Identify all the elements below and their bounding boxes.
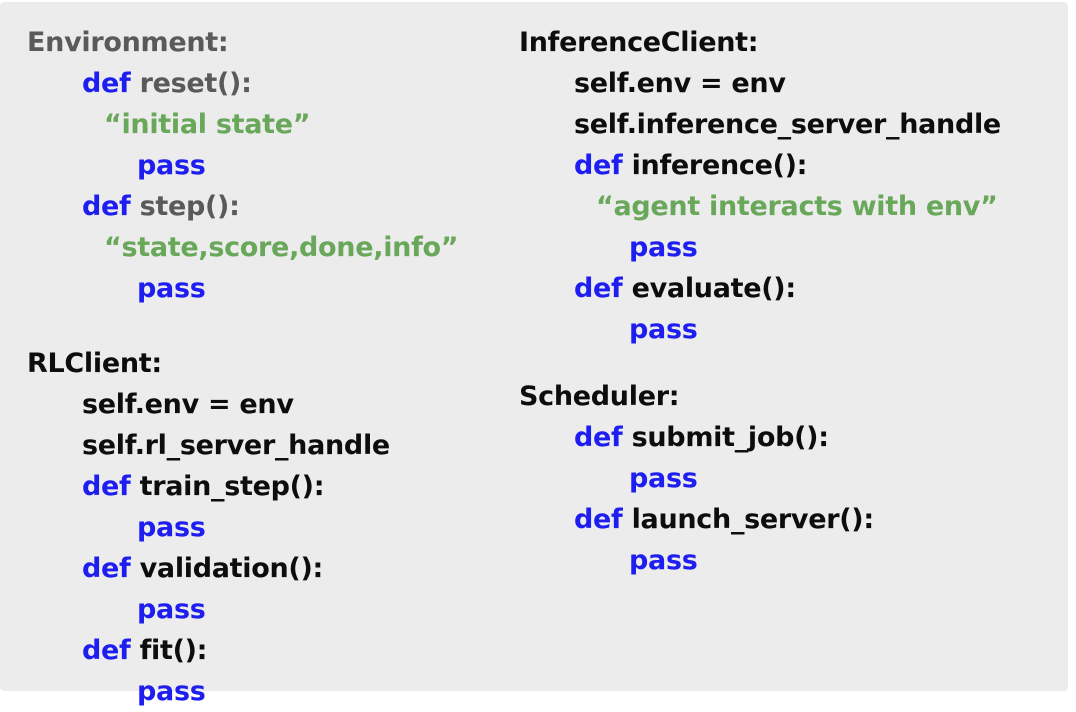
code-line: def launch_server():: [519, 499, 1001, 540]
code-block-rlclient: RLClient: self.env = env self.rl_server_ha…: [27, 343, 458, 712]
code-text-keyword: pass: [629, 463, 698, 494]
code-line: def inference():: [519, 145, 1001, 186]
code-text-plain: launch_server():: [632, 504, 874, 535]
code-line: InferenceClient:: [519, 22, 1001, 63]
code-block-scheduler: Scheduler: def submit_job():pass def launc…: [519, 376, 1001, 581]
code-text-plain: InferenceClient:: [519, 27, 758, 58]
code-line: pass: [519, 540, 1001, 581]
code-block-inferenceclient: InferenceClient: self.env = env self.infer…: [519, 22, 1001, 350]
code-text-keyword: pass: [629, 545, 698, 576]
code-text-plain: train_step():: [140, 471, 325, 502]
code-text-plain: inference():: [632, 150, 808, 181]
code-text-keyword: pass: [137, 512, 206, 543]
code-line: RLClient:: [27, 343, 458, 384]
code-line: “state,score,done,info”: [27, 227, 458, 268]
code-line: def train_step():: [27, 466, 458, 507]
code-line: self.rl_server_handle: [27, 425, 458, 466]
code-text-string: “initial state”: [104, 109, 310, 140]
code-line: def evaluate():: [519, 268, 1001, 309]
code-text-keyword: pass: [137, 273, 206, 304]
code-line: def fit():: [27, 630, 458, 671]
code-text-string: “agent interacts with env”: [596, 191, 998, 222]
code-line: pass: [27, 145, 458, 186]
code-line: pass: [519, 309, 1001, 350]
code-text-plain: self.env = env: [574, 68, 786, 99]
code-line: Environment:: [27, 22, 458, 63]
code-text-keyword: def: [82, 635, 140, 666]
code-text-plain: submit_job():: [632, 422, 829, 453]
code-text-keyword: def: [574, 422, 632, 453]
code-line: def validation():: [27, 548, 458, 589]
code-text-plain: self.inference_server_handle: [574, 109, 1001, 140]
code-line: def submit_job():: [519, 417, 1001, 458]
left-column: Environment: def reset(): “initial state” p…: [27, 22, 458, 712]
code-line: def reset():: [27, 63, 458, 104]
code-text-keyword: def: [82, 471, 140, 502]
code-text-keyword: def: [82, 68, 140, 99]
code-text-keyword: def: [574, 273, 632, 304]
code-text-keyword: pass: [137, 676, 206, 707]
code-text-keyword: pass: [629, 232, 698, 263]
code-text-plain: RLClient:: [27, 348, 162, 379]
code-line: Scheduler:: [519, 376, 1001, 417]
code-text-plain: self.rl_server_handle: [82, 430, 390, 461]
code-text-plain: validation():: [140, 553, 323, 584]
code-line: pass: [27, 589, 458, 630]
code-text-plain: fit():: [140, 635, 208, 666]
right-column: InferenceClient: self.env = env self.infer…: [519, 22, 1001, 581]
code-line: pass: [519, 458, 1001, 499]
code-line: “initial state”: [27, 104, 458, 145]
code-block-environment: Environment: def reset(): “initial state” p…: [27, 22, 458, 309]
code-text-muted: reset():: [140, 68, 252, 99]
code-text-plain: evaluate():: [632, 273, 796, 304]
code-text-keyword: def: [574, 150, 632, 181]
code-text-string: “state,score,done,info”: [104, 232, 458, 263]
code-line: pass: [27, 268, 458, 309]
code-text-keyword: pass: [137, 150, 206, 181]
code-line: pass: [27, 507, 458, 548]
code-text-muted: step():: [140, 191, 240, 222]
code-text-keyword: pass: [629, 314, 698, 345]
code-text-keyword: def: [82, 553, 140, 584]
code-line: pass: [519, 227, 1001, 268]
code-text-keyword: def: [82, 191, 140, 222]
code-text-plain: self.env = env: [82, 389, 294, 420]
code-text-keyword: pass: [137, 594, 206, 625]
code-text-keyword: def: [574, 504, 632, 535]
code-line: def step():: [27, 186, 458, 227]
code-line: “agent interacts with env”: [519, 186, 1001, 227]
code-line: self.env = env: [27, 384, 458, 425]
code-line: pass: [27, 671, 458, 712]
code-text-muted: Environment:: [27, 27, 228, 58]
code-text-plain: Scheduler:: [519, 381, 679, 412]
code-line: self.env = env: [519, 63, 1001, 104]
code-line: self.inference_server_handle: [519, 104, 1001, 145]
